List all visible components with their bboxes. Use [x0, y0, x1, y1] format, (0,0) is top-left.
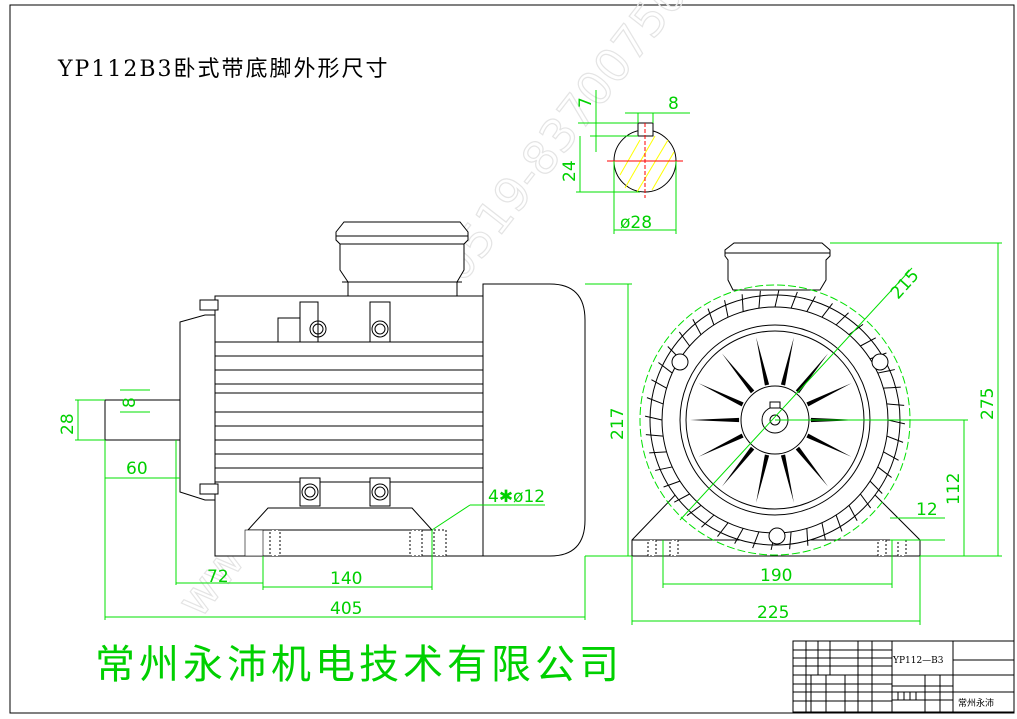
cooling-fin	[790, 291, 798, 309]
cooling-fin	[883, 451, 899, 461]
cooling-fin	[806, 528, 809, 546]
side-view-dimensions	[75, 283, 632, 620]
fan-blade	[698, 433, 744, 457]
title-block: YP112—B3 常州永沛	[792, 640, 1015, 713]
cooling-fin	[752, 531, 760, 549]
cooling-fin	[692, 319, 702, 335]
cooling-fin	[835, 312, 849, 326]
fan-blade	[722, 446, 755, 487]
cooling-fin	[717, 522, 729, 537]
cooling-fin	[649, 451, 667, 454]
diagonal-dim: 215	[887, 266, 924, 303]
mount-holes-dim: 4✱ø12	[488, 487, 545, 507]
fan-blade	[806, 383, 852, 407]
fan-blade	[690, 417, 740, 423]
cooling-fin	[877, 369, 895, 374]
side-key-width-dim: 8	[120, 397, 140, 408]
cooling-fin	[741, 294, 744, 312]
cooling-fin	[774, 289, 780, 308]
cooling-fin	[734, 528, 744, 544]
cooling-fin	[860, 337, 876, 347]
cooling-fin	[848, 505, 858, 521]
overall-length-dim: 405	[330, 599, 362, 619]
cooling-fin	[789, 531, 792, 550]
fan-blade	[795, 446, 828, 487]
front-view-motor	[631, 242, 921, 557]
shaft-diameter-dim: ø28	[620, 213, 652, 233]
drawing-title: YP112B3卧式带底脚外形尺寸	[57, 57, 389, 82]
cooling-fin	[835, 514, 843, 532]
fan-blade	[780, 337, 794, 386]
fan-blade	[780, 454, 794, 503]
cooling-fin	[886, 403, 905, 406]
cooling-fin	[886, 435, 904, 443]
fan-blade	[698, 383, 744, 407]
a-dim: 190	[760, 566, 792, 586]
overall-width-dim: 225	[757, 603, 789, 623]
cooling-fin	[678, 331, 691, 347]
cooling-fin	[806, 296, 816, 312]
shaft-length-dim: 60	[126, 459, 148, 479]
cooling-fin	[724, 300, 729, 318]
shaft-section	[576, 90, 690, 234]
cooling-fin	[883, 386, 901, 389]
title-block-model: YP112—B3	[892, 656, 944, 666]
drawing-border	[9, 4, 1015, 714]
c-dim: 72	[207, 567, 229, 587]
cooling-fin	[869, 480, 883, 494]
fan-blade	[722, 353, 755, 394]
title-block-company: 常州永沛	[958, 697, 994, 709]
fan-blade	[795, 353, 828, 394]
fan-blade	[756, 454, 770, 503]
cooling-fin	[686, 504, 702, 517]
cooling-fin	[674, 493, 690, 503]
cooling-fin	[651, 379, 667, 389]
cooling-fin	[655, 466, 673, 471]
cooling-fin	[821, 303, 833, 318]
cooling-fin	[663, 480, 681, 488]
fan-blade	[756, 337, 770, 386]
cooling-fin	[707, 308, 715, 326]
cooling-fin	[821, 522, 826, 540]
cooling-fin	[658, 362, 673, 374]
side-view-motor	[104, 221, 586, 557]
cooling-fin	[758, 290, 761, 309]
shaft-depth-dim: 24	[560, 160, 580, 182]
cooling-fin	[646, 397, 664, 405]
cooling-fin	[701, 514, 715, 528]
cooling-fin	[877, 466, 892, 478]
key-width-dim: 8	[668, 94, 679, 114]
cooling-fin	[644, 415, 663, 421]
cooling-fin	[859, 493, 872, 509]
b-dim: 140	[330, 569, 362, 589]
cooling-fin	[887, 419, 906, 425]
front-view-dimensions	[631, 242, 1002, 625]
company-name: 常州永沛机电技术有限公司	[95, 642, 623, 688]
cooling-fin	[645, 434, 664, 437]
side-height-dim: 217	[608, 408, 628, 440]
foot-thickness-dim: 12	[916, 500, 938, 520]
overall-height-dim: 275	[978, 388, 998, 420]
shaft-diameter-side-dim: 28	[58, 413, 78, 435]
center-height-dim: 112	[944, 473, 964, 505]
key-height-dim: 7	[576, 97, 596, 108]
fan-blade	[806, 433, 852, 457]
